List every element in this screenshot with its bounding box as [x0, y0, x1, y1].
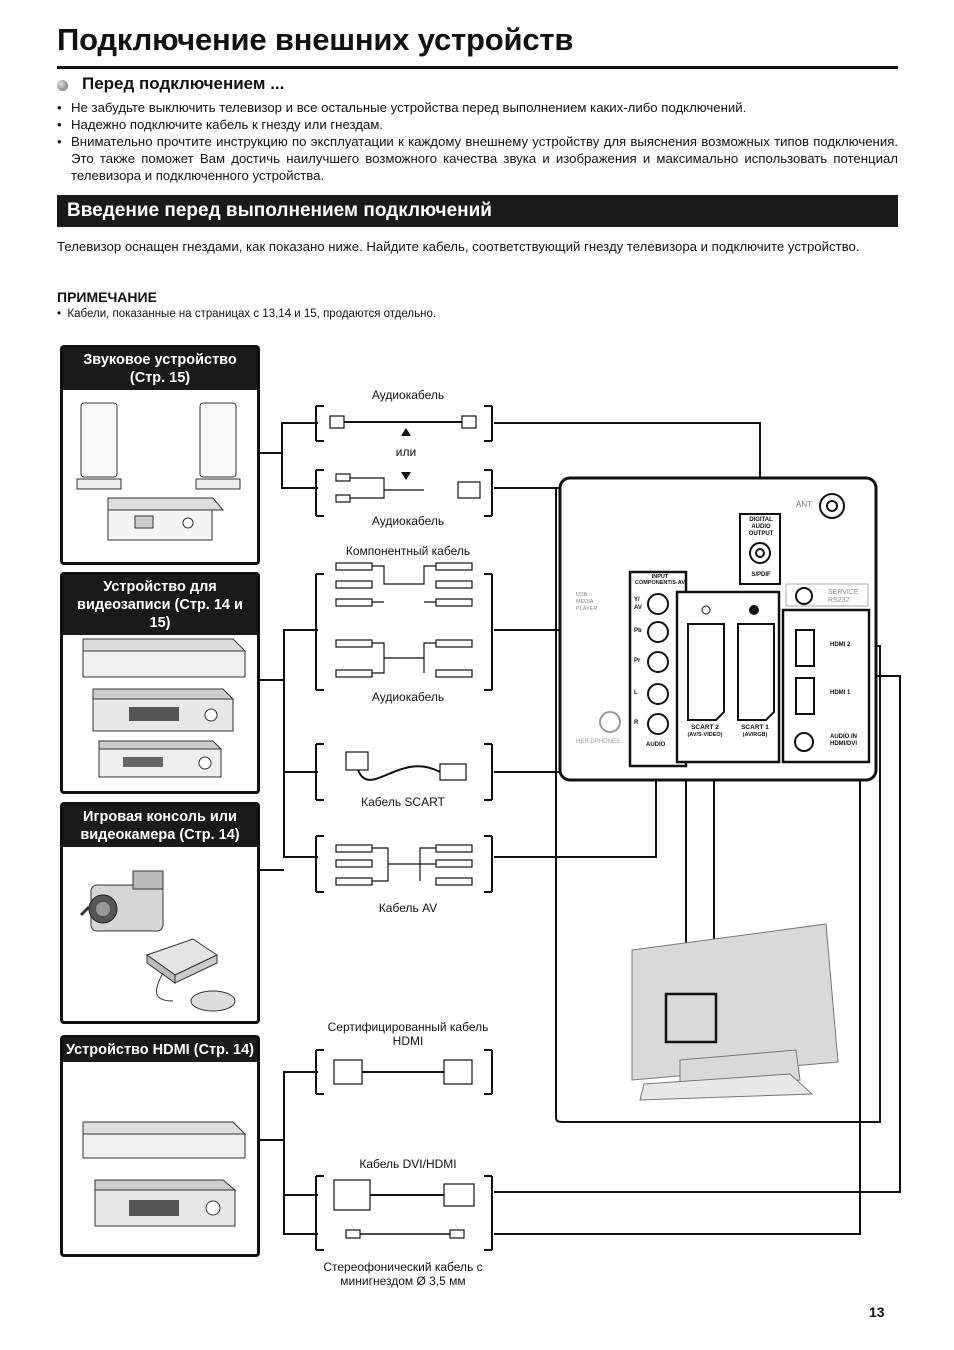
panel-label-scart2-sub: (AV/S-VIDEO)	[687, 732, 723, 738]
panel-label-r: R	[634, 720, 639, 726]
audio-device-title: Звуковое устройство (Стр. 15)	[63, 348, 257, 390]
page-title: Подключение внешних устройств	[57, 22, 574, 57]
caption-stereo-cable: Стереофонический кабель с минигнездом Ø …	[323, 1260, 483, 1288]
caption-audio-cable-2: Аудиокабель	[371, 514, 445, 528]
caption-scart-cable: Кабель SCART	[361, 795, 445, 809]
caption-audio-cable-3: Аудиокабель	[371, 690, 445, 704]
list-item: Внимательно прочтите инструкцию по экспл…	[57, 133, 898, 184]
hdmi-device-illustration	[82, 1121, 247, 1227]
caption-audio-cable-1: Аудиокабель	[371, 388, 445, 402]
game-device-title: Игровая консоль или видеокамера (Стр. 14…	[63, 805, 257, 847]
game-device-illustration	[79, 870, 236, 1012]
panel-label-y-av: Y/ AV	[634, 597, 642, 611]
panel-label-pb: Pb	[634, 628, 642, 634]
audio-device-illustration	[76, 402, 241, 541]
section-bullet-icon	[57, 80, 68, 91]
title-rule	[57, 66, 898, 69]
caption-av-cable: Кабель AV	[378, 901, 438, 915]
page-number: 13	[869, 1304, 885, 1320]
panel-label-audio-in: AUDIO IN HDMI/DVI	[830, 734, 857, 747]
before-list: Не забудьте выключить телевизор и все ос…	[57, 99, 898, 184]
panel-label-spdif: S/PDIF	[751, 572, 771, 578]
panel-label-scart1-sub: (AV/RGB)	[742, 732, 768, 738]
panel-label-digital-audio: DIGITAL AUDIO OUTPUT	[748, 517, 774, 537]
game-device-box: Игровая консоль или видеокамера (Стр. 14…	[60, 802, 260, 1024]
list-item: Надежно подключите кабель к гнезду или г…	[57, 116, 898, 133]
caption-component-cable: Компонентный кабель	[345, 544, 471, 558]
caption-hdmi-cable: Сертифицированный кабель HDMI	[327, 1020, 489, 1048]
hdmi-device-title: Устройство HDMI (Стр. 14)	[63, 1038, 257, 1062]
recorder-device-illustration	[82, 638, 247, 778]
panel-label-input: INPUT COMPONENT/S-AV	[634, 574, 685, 586]
section-bar: Введение перед выполнением подключений	[57, 195, 898, 227]
note-heading: ПРИМЕЧАНИЕ	[57, 289, 157, 305]
recorder-device-title: Устройство для видеозаписи (Стр. 14 и 15…	[63, 575, 257, 635]
panel-label-scart2: SCART 2	[691, 724, 719, 731]
note-text: • Кабели, показанные на страницах с 13,1…	[57, 308, 437, 320]
panel-label-pr: Pr	[634, 658, 641, 664]
intro-text: Телевизор оснащен гнездами, как показано…	[57, 239, 860, 254]
audio-device-box: Звуковое устройство (Стр. 15)	[60, 345, 260, 565]
panel-label-headphones: НЕЯ DPHONES	[576, 739, 621, 745]
hdmi-device-box: Устройство HDMI (Стр. 14)	[60, 1035, 260, 1257]
recorder-device-box: Устройство для видеозаписи (Стр. 14 и 15…	[60, 572, 260, 794]
caption-dvi-cable: Кабель DVI/HDMI	[359, 1157, 457, 1171]
panel-label-usb: USB MEDIA PLAYER	[576, 592, 598, 612]
panel-label-hdmi2: HDMI 2	[830, 642, 851, 648]
panel-label-scart1: SCART 1	[741, 724, 769, 731]
panel-label-ant: ANT	[796, 500, 812, 509]
caption-or: или	[395, 445, 417, 459]
section-heading: Введение перед выполнением подключений	[67, 200, 492, 221]
panel-label-service: SERVICE RS232	[828, 589, 859, 604]
panel-label-audio: AUDIO	[646, 742, 666, 748]
before-heading: Перед подключением ...	[82, 74, 285, 93]
list-item: Не забудьте выключить телевизор и все ос…	[57, 99, 898, 116]
panel-label-hdmi1: HDMI 1	[830, 690, 851, 696]
panel-label-l: L	[634, 690, 638, 696]
